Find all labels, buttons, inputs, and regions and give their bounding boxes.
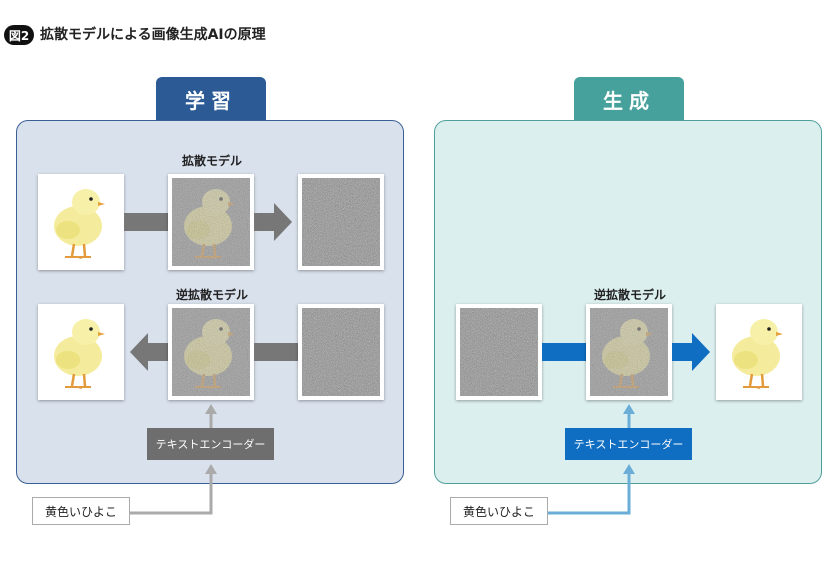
noise-input-image bbox=[298, 304, 384, 400]
generation-arrow-2 bbox=[672, 333, 710, 371]
generation-text-encoder: テキストエンコーダー bbox=[565, 428, 692, 460]
learning-text-encoder: テキストエンコーダー bbox=[147, 428, 274, 460]
generation-prompt-box: 黄色いひよこ bbox=[450, 497, 548, 525]
denoising-chick-image bbox=[168, 304, 254, 400]
generation-noise-image bbox=[456, 304, 542, 400]
forward-arrow-1 bbox=[124, 213, 170, 231]
clean-chick-image bbox=[38, 174, 124, 270]
learning-prompt-box: 黄色いひよこ bbox=[32, 497, 130, 525]
reverse-arrow-2 bbox=[254, 343, 298, 361]
reverse-arrow-1 bbox=[130, 333, 168, 371]
reverse-diffusion-label: 逆拡散モデル bbox=[175, 288, 248, 302]
generation-arrow-1 bbox=[542, 343, 586, 361]
generation-tab: 生成 bbox=[574, 77, 684, 121]
generation-reverse-diffusion-label: 逆拡散モデル bbox=[593, 288, 666, 302]
restored-chick-image bbox=[38, 304, 124, 400]
forward-arrow-2 bbox=[254, 203, 292, 241]
learning-tab: 学習 bbox=[156, 77, 266, 121]
learning-connector-lines bbox=[130, 404, 217, 515]
generation-connector-lines bbox=[548, 404, 635, 515]
generation-denoising-image bbox=[586, 304, 672, 400]
figure-title: 拡散モデルによる画像生成AIの原理 bbox=[40, 27, 266, 43]
forward-diffusion-label: 拡散モデル bbox=[181, 154, 242, 168]
generated-chick-image bbox=[716, 304, 802, 400]
partially-noised-chick-image bbox=[168, 174, 254, 270]
pure-noise-image bbox=[298, 174, 384, 270]
figure-badge: 図2 bbox=[4, 25, 34, 45]
